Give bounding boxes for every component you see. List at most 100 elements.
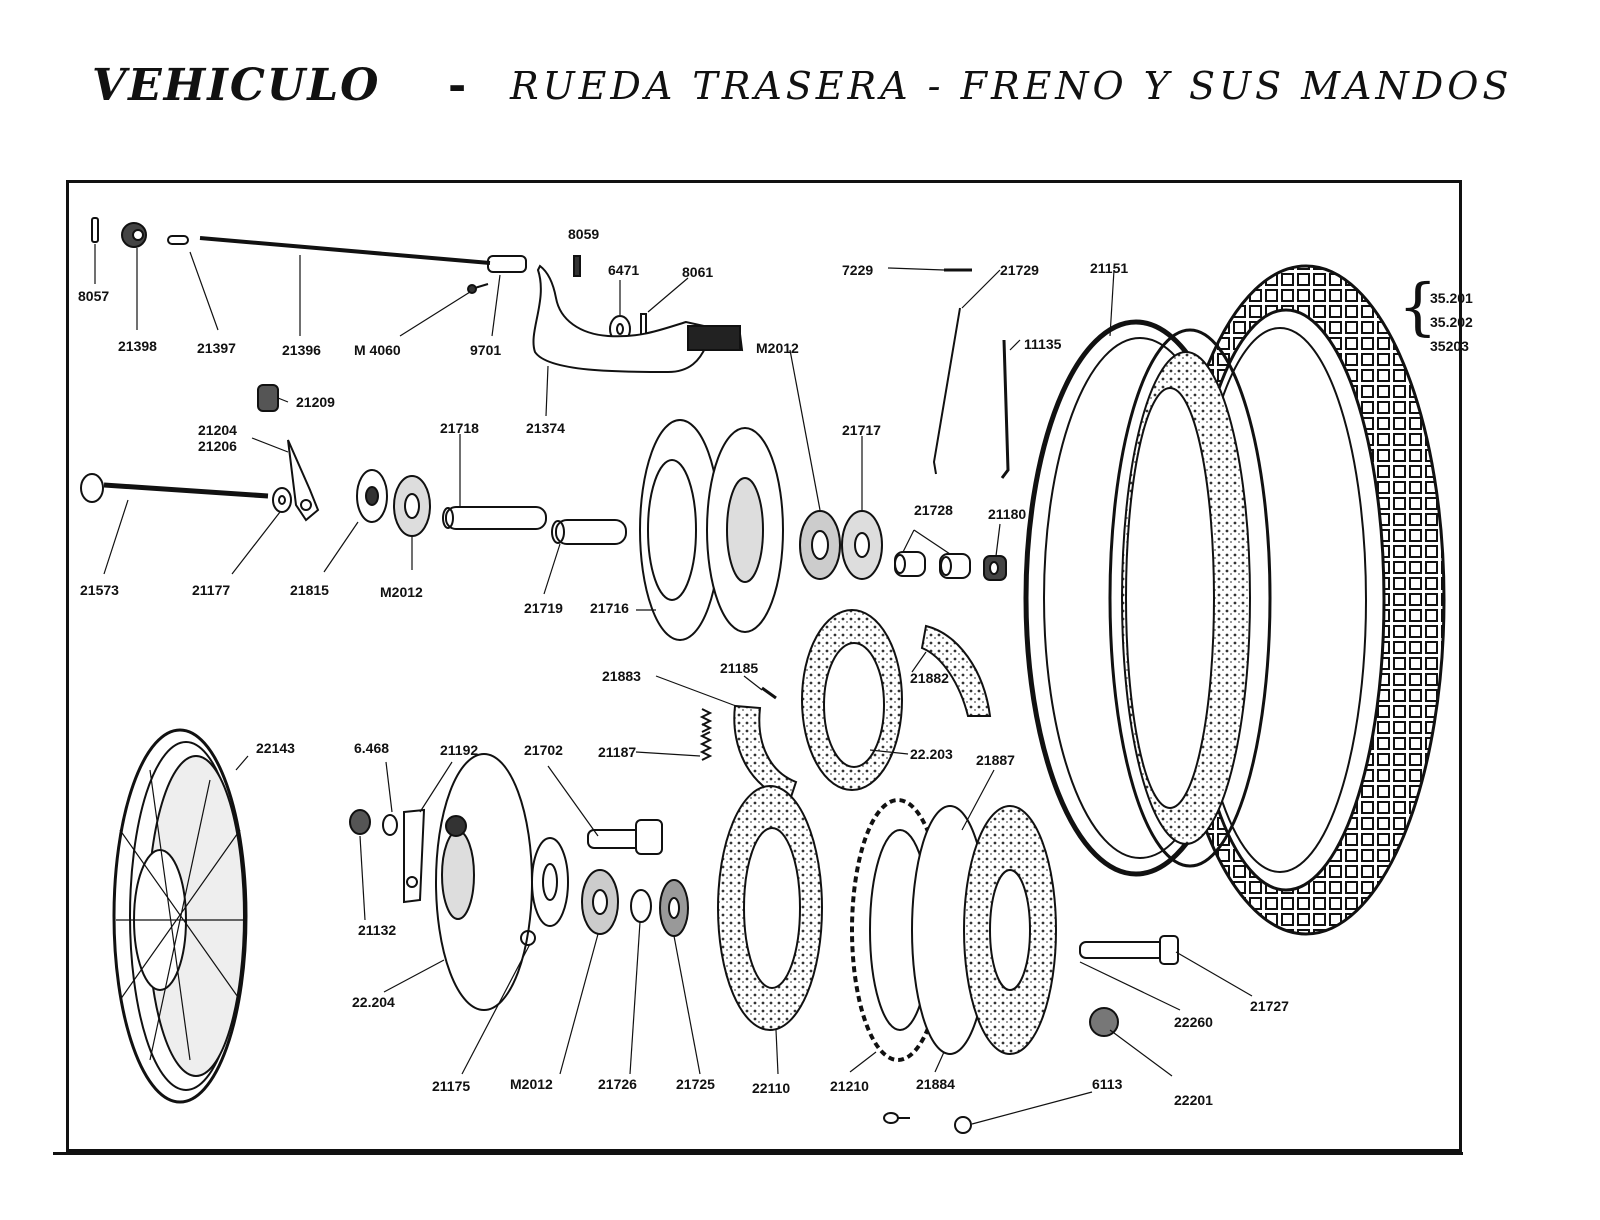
label-35201: 35.201: [1430, 290, 1473, 306]
rod-11135: [1000, 339, 1010, 479]
label-21398: 21398: [118, 338, 157, 354]
sprocket-drum-21884: [911, 805, 1057, 1055]
label-21185: 21185: [720, 660, 759, 676]
pin-8057: [91, 217, 99, 243]
label-11135: 11135: [1024, 336, 1062, 352]
label-6113: 6113: [1092, 1076, 1123, 1092]
title-subtitle: RUEDA TRASERA - FRENO Y SUS MANDOS: [510, 64, 1513, 108]
ring-21726: [630, 889, 652, 923]
label-7229: 7229: [842, 262, 874, 278]
brace-tire-group: {: [1398, 270, 1438, 343]
label-21573: 21573: [80, 582, 119, 598]
label-M2012-bottom: M2012: [510, 1076, 553, 1092]
bearing-21725: [659, 879, 689, 937]
title-main: VEHICULO: [92, 60, 381, 111]
label-21815: 21815: [290, 582, 329, 598]
bearing-M2012-left: [393, 475, 431, 537]
label-21204: 21204: [198, 422, 237, 438]
label-21725: 21725: [676, 1076, 715, 1092]
label-21728: 21728: [914, 502, 953, 518]
bearing-M2012-top: [799, 510, 841, 580]
label-22260: 22260: [1174, 1014, 1213, 1030]
label-21175: 21175: [432, 1078, 471, 1094]
label-21210: 21210: [830, 1078, 869, 1094]
brake-shoe-21882: [920, 624, 992, 717]
nut-6113: [954, 1116, 972, 1134]
label-M4060: M 4060: [354, 342, 401, 358]
seal-21717: [841, 510, 883, 580]
title-dash: -: [448, 60, 467, 111]
hub-21716: [639, 419, 784, 641]
label-8059: 8059: [568, 226, 600, 242]
label-22204: 22.204: [352, 994, 395, 1010]
label-21718: 21718: [440, 420, 479, 436]
label-21702: 21702: [524, 742, 563, 758]
pin-21185: [761, 686, 777, 700]
label-M2012-top: M2012: [756, 340, 799, 356]
label-6468: 6.468: [354, 740, 390, 756]
rod-21396: [199, 236, 491, 265]
spacer-21728a: [894, 551, 926, 577]
label-21727: 21727: [1250, 998, 1289, 1014]
brake-pedal-21374: [532, 264, 744, 374]
label-21719: 21719: [524, 600, 563, 616]
label-21396: 21396: [282, 342, 321, 358]
brake-plate-22204: [435, 753, 533, 1011]
label-35203: 35203: [1430, 338, 1469, 354]
page-title: VEHICULO - RUEDA TRASERA - FRENO Y SUS M…: [0, 52, 1600, 122]
nut-21180: [983, 555, 1007, 581]
label-21883: 21883: [602, 668, 641, 684]
nut-21398: [121, 222, 147, 248]
label-6471: 6471: [608, 262, 640, 278]
label-9701: 9701: [470, 342, 502, 358]
bearing-M2012-bottom: [581, 869, 619, 935]
label-35202: 35.202: [1430, 314, 1473, 330]
nut-21209: [257, 384, 279, 412]
bolt-small: [883, 1112, 910, 1124]
label-21729: 21729: [1000, 262, 1039, 278]
label-21151: 21151: [1090, 260, 1129, 276]
wheel-22143: [112, 728, 248, 1104]
pin-8059: [573, 255, 581, 277]
tube-21719: [551, 519, 627, 545]
label-21887: 21887: [976, 752, 1015, 768]
nut-22201: [1089, 1007, 1119, 1037]
label-8061: 8061: [682, 264, 714, 280]
label-21717: 21717: [842, 422, 881, 438]
label-8057: 8057: [78, 288, 110, 304]
label-22201: 22201: [1174, 1092, 1213, 1108]
label-21177: 21177: [192, 582, 231, 598]
brake-assembly-22203: [801, 609, 903, 791]
tube-21718: [442, 506, 547, 530]
label-21132: 21132: [358, 922, 397, 938]
label-21187: 21187: [598, 744, 637, 760]
bolt-M4060: [467, 283, 489, 294]
label-21716: 21716: [590, 600, 629, 616]
label-22110: 22110: [752, 1080, 791, 1096]
label-22203: 22.203: [910, 746, 953, 762]
label-21209: 21209: [296, 394, 335, 410]
brake-drum-22110: [717, 785, 823, 1031]
label-21180: 21180: [988, 506, 1027, 522]
label-21884: 21884: [916, 1076, 955, 1092]
plate-21815: [356, 469, 388, 523]
label-M2012-mid: M2012: [380, 584, 423, 600]
washer-21177: [272, 487, 292, 513]
label-22143: 22143: [256, 740, 295, 756]
seal-21175: [520, 837, 569, 946]
spacer-21728b: [939, 553, 971, 579]
rod-21729: [932, 268, 972, 475]
label-21206: 21206: [198, 438, 237, 454]
label-21726: 21726: [598, 1076, 637, 1092]
bolt-21727: [1079, 935, 1179, 965]
pin-21397: [167, 235, 189, 245]
arm-21192: [403, 808, 426, 904]
washer-6468: [382, 814, 398, 836]
arm-21204: [287, 439, 320, 522]
diagram-frame: [53, 180, 1463, 1155]
label-21192: 21192: [440, 742, 479, 758]
spring-21187: [699, 708, 713, 761]
cam-21702: [587, 819, 663, 855]
label-21882: 21882: [910, 670, 949, 686]
